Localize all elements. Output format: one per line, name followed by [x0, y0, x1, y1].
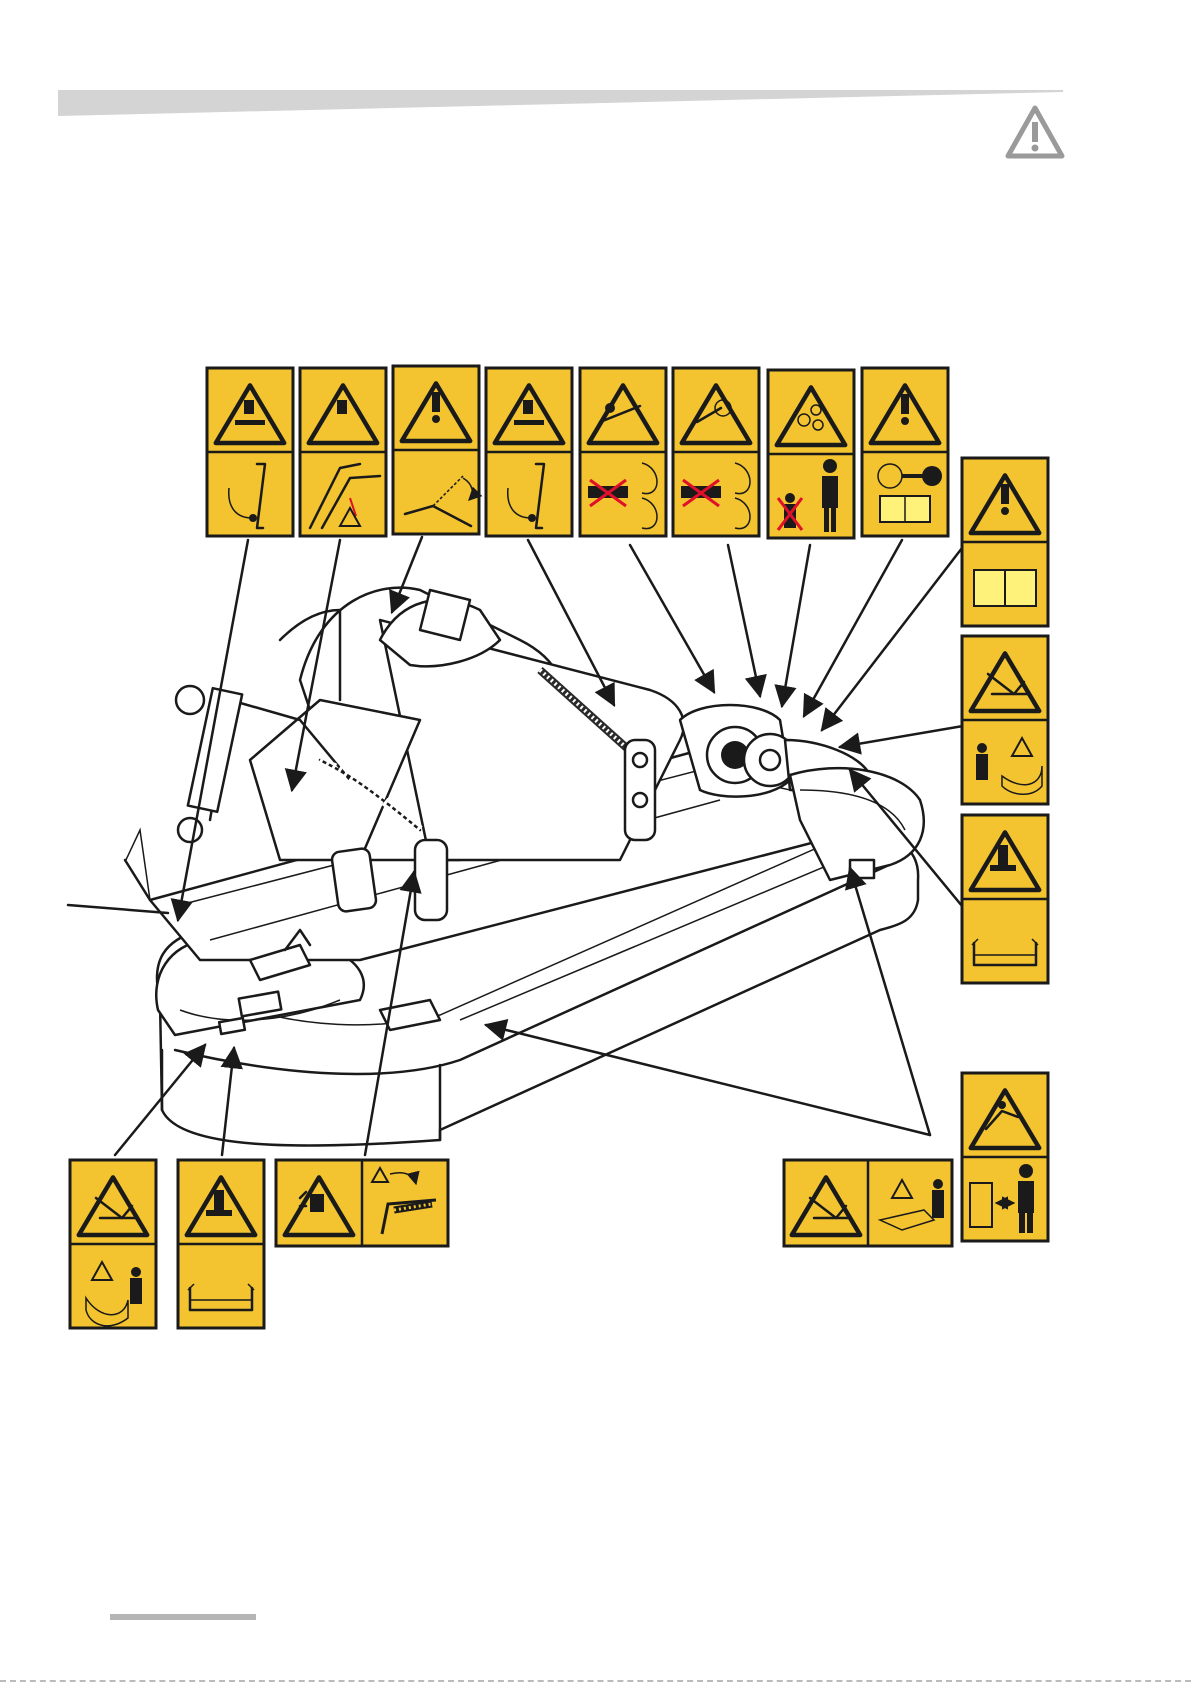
decal-cutting-blade-person: [784, 1160, 952, 1246]
footer-rule: [110, 1614, 256, 1620]
decal-foot-crush-front: [178, 1160, 264, 1328]
decal-foot-crush-guard: [962, 815, 1048, 983]
decal-read-manual: [962, 458, 1048, 626]
decal-gear-hazard: [768, 370, 854, 538]
machine-illustration: [125, 588, 924, 1146]
decal-spring-tension: [276, 1160, 448, 1246]
decal-cutting-blade-front: [70, 1160, 156, 1328]
decal-crush-lift-hazard-2: [486, 368, 572, 536]
decal-general-warning-lever: [393, 366, 479, 534]
decal-crush-arm-hazard: [300, 368, 386, 536]
decal-entanglement-shaft-2: [673, 368, 759, 536]
decal-cutting-blade-distance: [962, 636, 1048, 804]
page-edge-dashes: [0, 1680, 1191, 1682]
decal-thrown-object: [962, 1073, 1048, 1241]
decal-read-manual-key: [862, 368, 948, 536]
decal-entanglement-shaft: [580, 368, 666, 536]
decal-crush-lower-hazard: [207, 368, 293, 536]
